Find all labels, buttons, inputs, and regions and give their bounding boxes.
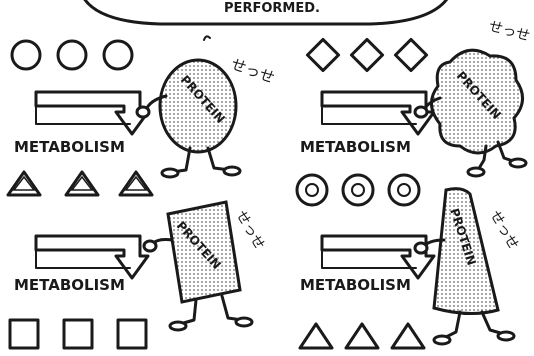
metabolism-arrow bbox=[36, 236, 148, 278]
diamond-molecule bbox=[351, 39, 382, 70]
input-diamonds bbox=[307, 39, 426, 70]
input-circles bbox=[12, 41, 132, 69]
triangle-molecule bbox=[346, 324, 378, 348]
diamond-molecule bbox=[395, 39, 426, 70]
square-molecule bbox=[10, 320, 38, 348]
circle-molecule bbox=[104, 41, 132, 69]
metabolism-label: METABOLISM bbox=[14, 138, 125, 156]
arrow-line bbox=[322, 106, 416, 124]
metabolism-label: METABOLISM bbox=[300, 138, 411, 156]
metabolism-label: METABOLISM bbox=[14, 276, 125, 294]
output-triangles bbox=[8, 172, 152, 195]
input-rings bbox=[297, 175, 419, 205]
panel-bottom-right: METABOLISM PROTEIN せっせ bbox=[297, 175, 521, 348]
metabolism-arrow bbox=[322, 236, 434, 278]
caption-text: PERFORMED. bbox=[224, 1, 320, 16]
sfx-text: せっせ bbox=[229, 55, 277, 87]
circle-molecule bbox=[12, 41, 40, 69]
square-molecule bbox=[118, 320, 146, 348]
arrow-line bbox=[36, 250, 130, 268]
metabolism-arrow bbox=[36, 92, 148, 134]
square-molecule bbox=[64, 320, 92, 348]
triangle-molecule bbox=[300, 324, 332, 348]
diamond-molecule bbox=[307, 39, 338, 70]
speech-bubble: PERFORMED. bbox=[80, 0, 452, 24]
sfx-text: せっせ bbox=[233, 208, 268, 252]
sfx-text: せっせ bbox=[487, 208, 522, 252]
metabolism-label: METABOLISM bbox=[300, 276, 411, 294]
panel-top-right: METABOLISM PROTEIN せっせ bbox=[300, 18, 532, 176]
panel-top-left: METABOLISM PROTEIN せっせ bbox=[8, 36, 277, 195]
arrow-line bbox=[322, 250, 416, 268]
output-striped-triangles bbox=[300, 324, 424, 348]
protein-character-round: PROTEIN bbox=[137, 36, 240, 177]
sfx-text: せっせ bbox=[487, 18, 532, 44]
circle-molecule bbox=[58, 41, 86, 69]
arrow-line bbox=[36, 106, 130, 124]
panel-bottom-left: METABOLISM PROTEIN せっせ bbox=[10, 202, 267, 348]
output-squares bbox=[10, 320, 146, 348]
triangle-molecule bbox=[392, 324, 424, 348]
